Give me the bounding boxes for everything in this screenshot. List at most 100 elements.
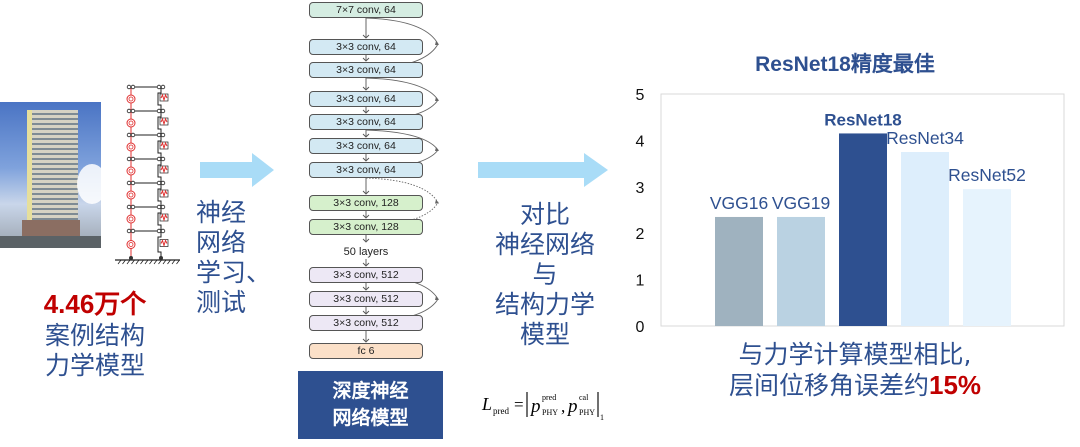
- flow-arrow-head: [362, 57, 370, 62]
- damper-spring: [160, 213, 168, 222]
- network-layer: 3×3 conv, 64: [309, 138, 423, 154]
- network-layer: 3×3 conv, 512: [309, 291, 423, 307]
- cloud: [77, 164, 101, 204]
- right-arrow-icon: [478, 153, 608, 187]
- y-tick-label: 3: [636, 180, 645, 197]
- caption-line-1: 案例结构: [44, 321, 145, 350]
- frame-joint: [130, 156, 136, 162]
- compare-line-4: 结构力学: [494, 290, 595, 319]
- y-tick-label: 2: [636, 226, 645, 243]
- network-layer: 3×3 conv, 128: [309, 219, 423, 235]
- damper-spring: [160, 93, 168, 102]
- error-percentage: 15%: [928, 370, 982, 400]
- flow-arrow-head: [362, 86, 370, 91]
- street: [0, 236, 101, 248]
- spiral-spring-icon: [126, 240, 136, 249]
- bar-label: VGG16: [710, 193, 768, 213]
- formula-p2-sub: PHY: [579, 408, 595, 417]
- learn-line-1: 神经: [196, 198, 247, 227]
- frame-joint: [130, 108, 136, 114]
- network-layer: 3×3 conv, 512: [309, 267, 423, 283]
- frame-joint: [126, 108, 132, 114]
- skip-arrow-head: [435, 199, 439, 204]
- formula-p2-sup: cal: [579, 393, 589, 402]
- ground-hatch: [153, 259, 158, 265]
- ground-hatch: [126, 259, 131, 265]
- frame-joint: [156, 228, 162, 234]
- spiral-spring-icon: [126, 94, 136, 104]
- spiral-spring-inner: [128, 216, 134, 222]
- flow-arrow-head: [362, 286, 370, 291]
- formula-lhs-sub: pred: [493, 406, 509, 416]
- ground-hatch: [144, 259, 149, 265]
- spiral-spring-icon: [126, 214, 136, 224]
- bar-label: ResNet52: [948, 165, 1026, 185]
- damper-spring: [160, 141, 168, 150]
- spiral-spring-inner: [128, 120, 134, 126]
- formula-p1-sub: PHY: [542, 408, 558, 417]
- flow-arrow-head: [362, 34, 370, 39]
- flow-arrow-head: [362, 310, 370, 315]
- ground-hatch: [131, 259, 135, 265]
- case-count: 4.46万个: [43, 289, 147, 319]
- frame-joint: [126, 156, 132, 162]
- frame-joint: [126, 84, 132, 90]
- bar-resnet52: [963, 189, 1011, 326]
- bar-vgg16: [715, 216, 763, 326]
- loss-formula: L pred = p pred PHY , p cal PHY 1: [481, 392, 604, 422]
- formula-p1: p: [529, 396, 541, 417]
- caption-line-2: 力学模型: [44, 351, 145, 380]
- frame-joint: [160, 84, 166, 90]
- compare-line-3: 与: [532, 260, 558, 289]
- spiral-spring-icon: [126, 142, 136, 152]
- ground-hatch: [162, 259, 167, 265]
- building-tower: [27, 110, 78, 232]
- formula-norm-sub: 1: [600, 413, 604, 422]
- damper-spring: [160, 117, 168, 126]
- network-layer: 3×3 conv, 64: [309, 62, 423, 78]
- bar-label: ResNet18: [824, 110, 902, 129]
- damper-spring: [160, 165, 168, 174]
- frame-joint: [156, 204, 162, 210]
- network-layer: 3×3 conv, 512: [309, 315, 423, 331]
- result-line-2-text: 层间位移角误差约: [728, 371, 929, 400]
- flow-arrow-head: [362, 262, 370, 267]
- ground-hatch: [158, 259, 162, 265]
- layers-count-label: 50 layers: [343, 246, 389, 258]
- bar-label: ResNet34: [886, 128, 964, 148]
- flow-arrow-head: [362, 190, 370, 195]
- frame-joint: [160, 228, 166, 234]
- network-layer: 3×3 conv, 128: [309, 195, 423, 211]
- network-layer: 7×7 conv, 64: [309, 2, 423, 18]
- damper-column: [157, 159, 162, 183]
- damper-column: [157, 207, 162, 231]
- y-tick-label: 1: [636, 273, 645, 290]
- spiral-spring-inner: [128, 242, 134, 247]
- frame-joint: [130, 228, 136, 234]
- frame-joint: [160, 108, 166, 114]
- result-summary: 与力学计算模型相比, 层间位移角误差约15%: [690, 340, 1020, 401]
- frame-joint: [130, 180, 136, 186]
- dnn-title-line-2: 网络模型: [332, 407, 409, 429]
- frame-joint: [126, 180, 132, 186]
- spiral-spring-inner: [128, 144, 134, 150]
- network-layer: fc 6: [309, 343, 423, 359]
- damper-column: [157, 135, 162, 159]
- frame-joint: [156, 180, 162, 186]
- frame-joint: [156, 84, 162, 90]
- learn-line-2: 网络: [196, 228, 247, 257]
- network-layer: 3×3 conv, 64: [309, 114, 423, 130]
- spiral-spring-icon: [126, 190, 136, 200]
- damper-column: [157, 183, 162, 207]
- flow-arrow-head: [362, 157, 370, 162]
- flow-arrow-head: [362, 238, 370, 243]
- frame-joint: [160, 180, 166, 186]
- learn-line-3: 学习、: [196, 258, 272, 287]
- frame-joint: [126, 228, 132, 234]
- compare-label: 对比 神经网络 与 结构力学 模型: [470, 200, 620, 350]
- damper-column: [157, 111, 162, 135]
- dnn-title-line-1: 深度神经: [332, 380, 409, 402]
- bar-resnet34: [901, 152, 949, 326]
- learn-test-label: 神经 网络 学习、 测试: [196, 198, 276, 318]
